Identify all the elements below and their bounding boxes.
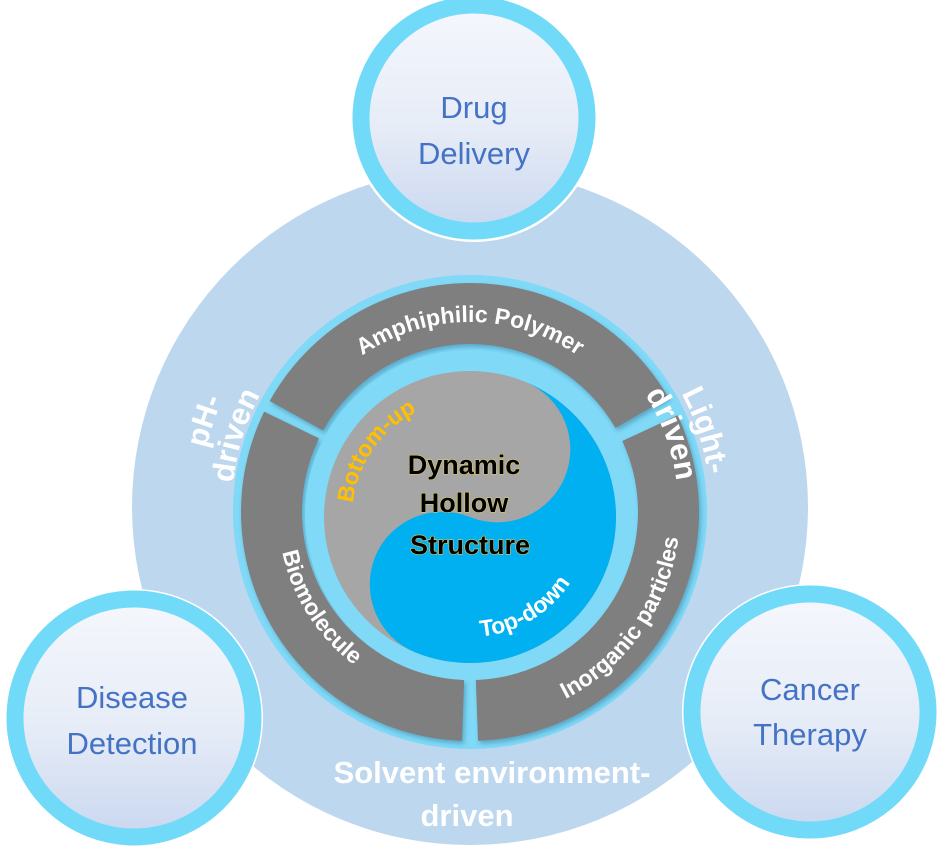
segment-amphiphilic-polymer [269,282,669,431]
stimulus-solvent-line-2: driven [420,798,513,833]
core-title-line-3: Structure [410,530,530,560]
yang-blue-half [369,381,616,663]
application-label-line-1: Cancer [760,672,860,707]
application-label-line-2: Detection [67,726,198,761]
stimulus-solvent-line-1: Solvent environment- [334,755,651,790]
application-cancer-therapy: Cancer Therapy [682,584,938,840]
core-title-line-2: Hollow [420,488,509,518]
core-title-line-1: Dynamic [408,450,521,480]
yin-yang-core [324,371,616,663]
application-disease-detection: Disease Detection [5,589,263,847]
application-label-line-2: Delivery [418,136,530,171]
segment-biomolecule [240,411,465,741]
application-circle [6,590,262,846]
material-segments [240,282,700,741]
application-circle [683,585,937,839]
segment-inorganic-particles [475,415,700,741]
application-label-line-2: Therapy [753,717,867,752]
application-label-line-1: Disease [76,680,188,715]
application-drug-delivery: Drug Delivery [350,0,598,242]
application-label-line-1: Drug [440,90,507,125]
application-circle [352,0,596,240]
